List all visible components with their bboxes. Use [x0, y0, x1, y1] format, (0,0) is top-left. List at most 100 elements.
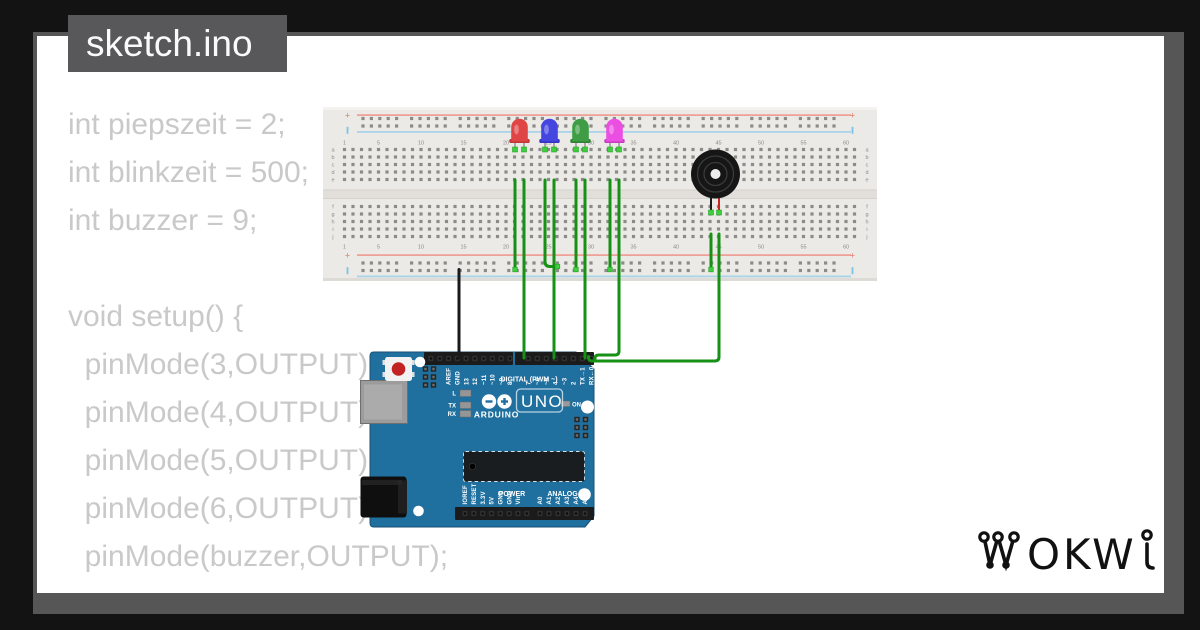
microcontroller-chip [463, 451, 585, 482]
svg-text:55: 55 [800, 245, 806, 251]
svg-text:40: 40 [673, 245, 679, 251]
analog-header[interactable] [533, 507, 594, 520]
connection-pad [554, 263, 561, 270]
svg-text:POWER: POWER [499, 491, 525, 498]
connection-pad [607, 146, 613, 153]
svg-text:5: 5 [377, 141, 380, 147]
svg-text:d: d [331, 170, 334, 176]
svg-text:L: L [452, 392, 456, 398]
svg-text:30: 30 [588, 245, 594, 251]
svg-text:+: + [345, 251, 350, 261]
mounting-hole [413, 505, 424, 517]
svg-text:GND: GND [456, 371, 462, 385]
svg-text:ARDUINO: ARDUINO [474, 410, 519, 420]
svg-text:d: d [865, 170, 868, 176]
connection-pad [573, 266, 579, 273]
connection-pad [512, 146, 518, 153]
svg-text:~6: ~6 [536, 377, 542, 385]
usb-connector [360, 380, 408, 424]
wire-led2-cathode[interactable] [543, 178, 558, 268]
svg-text:20: 20 [503, 245, 509, 251]
led-blue[interactable] [539, 118, 560, 153]
svg-text:GND: GND [499, 490, 505, 504]
reset-button[interactable] [382, 357, 415, 381]
wokwi-logo[interactable]: OKW [973, 518, 1165, 584]
svg-text:UNO: UNO [521, 392, 563, 411]
code-line: pinMode(buzzer,OUTPUT); [68, 540, 449, 573]
svg-text:ANALOG IN: ANALOG IN [547, 491, 586, 498]
led-on [560, 400, 571, 407]
pin-sockets [428, 355, 594, 517]
arduino-board [369, 351, 595, 528]
negative-marker [851, 126, 854, 134]
connection-pad [512, 266, 518, 273]
svg-text:e: e [331, 178, 334, 184]
mounting-hole [578, 488, 591, 501]
svg-text:1: 1 [343, 245, 346, 251]
svg-text:35: 35 [630, 141, 636, 147]
mounting-hole [414, 356, 426, 368]
svg-text:a: a [865, 148, 869, 154]
connection-pad [616, 146, 622, 153]
svg-text:b: b [331, 155, 334, 161]
svg-text:5: 5 [377, 245, 380, 251]
svg-text:A2: A2 [556, 496, 562, 505]
svg-text:IOREF: IOREF [463, 485, 469, 504]
negative-rail-line-bottom [357, 275, 851, 278]
svg-text:3.3V: 3.3V [481, 491, 487, 504]
svg-text:i: i [866, 227, 867, 233]
wire-buzzer-signal[interactable] [587, 232, 721, 363]
code-line: pinMode(6,OUTPUT); [68, 492, 377, 525]
svg-text:g: g [331, 212, 334, 218]
code-line: pinMode(5,OUTPUT); [68, 444, 377, 477]
buzzer-hole [710, 169, 721, 179]
svg-text:13: 13 [464, 377, 470, 385]
svg-text:DIGITAL (PWM ~): DIGITAL (PWM ~) [500, 377, 557, 384]
svg-text:2: 2 [572, 381, 578, 385]
piezo-buzzer[interactable] [691, 149, 740, 216]
svg-text:f: f [866, 205, 868, 211]
led-magenta[interactable] [604, 118, 625, 153]
negative-marker [346, 267, 349, 275]
svg-text:35: 35 [630, 245, 636, 251]
svg-text:5V: 5V [490, 497, 496, 505]
connection-pad [708, 209, 714, 216]
tab-sketch-ino[interactable]: sketch.ino [68, 15, 287, 72]
svg-text:RX←0: RX←0 [590, 366, 596, 385]
breadboard[interactable]: 1155101015152020252530303535404045455050… [323, 107, 877, 281]
power-header[interactable] [455, 507, 535, 520]
code-line: int blinkzeit = 500; [68, 156, 309, 189]
svg-text:10: 10 [418, 141, 424, 147]
svg-text:c: c [866, 163, 869, 169]
led-red[interactable] [509, 118, 530, 153]
svg-text:8: 8 [508, 381, 514, 385]
reset-button-cap[interactable] [391, 362, 406, 376]
svg-text:RX: RX [448, 412, 456, 418]
connection-pad [716, 209, 722, 216]
svg-text:~9: ~9 [499, 377, 505, 385]
svg-text:j: j [331, 235, 333, 241]
led-green[interactable] [570, 118, 591, 153]
svg-text:50: 50 [758, 141, 764, 147]
svg-text:15: 15 [460, 245, 466, 251]
svg-text:1: 1 [343, 141, 346, 147]
svg-text:+: + [345, 111, 350, 121]
breadboard-top-highlight [323, 107, 877, 110]
svg-text:~3: ~3 [563, 377, 569, 385]
svg-text:GND: GND [507, 490, 513, 504]
icsp-pins [422, 366, 589, 439]
svg-text:15: 15 [460, 141, 466, 147]
svg-text:10: 10 [418, 245, 424, 251]
svg-text:~10: ~10 [491, 374, 497, 385]
connection-pad [542, 146, 548, 153]
negative-rail-line-top [357, 131, 851, 133]
code-line: void setup() { [68, 300, 244, 333]
wires[interactable] [457, 178, 721, 363]
svg-text:e: e [865, 178, 868, 184]
mounting-hole [581, 400, 594, 414]
connection-pad [708, 266, 714, 273]
led-rx [459, 410, 472, 418]
wire-led4-signal[interactable] [593, 178, 621, 361]
